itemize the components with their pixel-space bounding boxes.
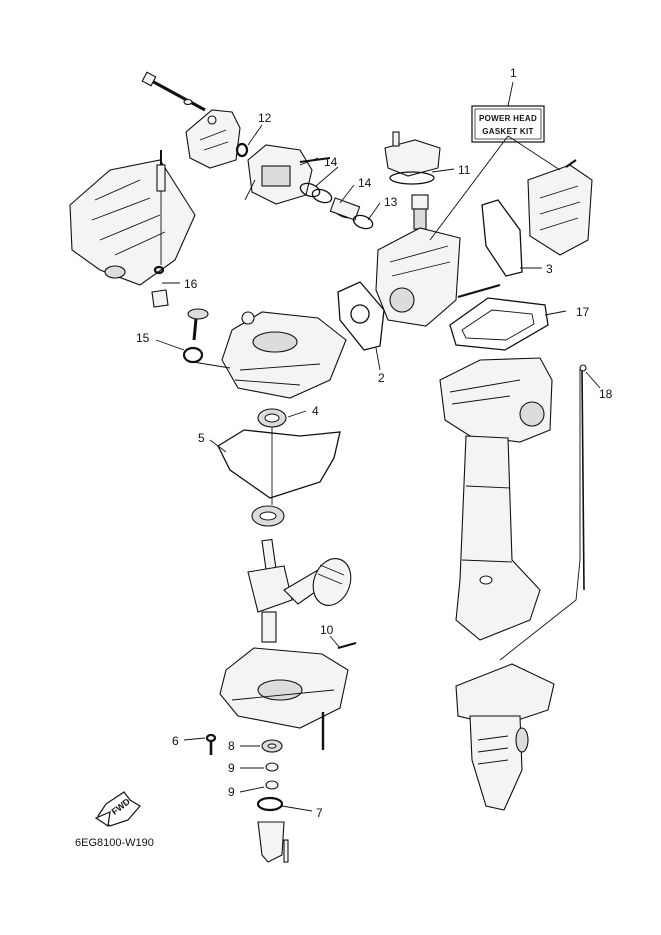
- crankcase-lower: [219, 647, 349, 729]
- callout-13: 13: [384, 195, 398, 209]
- callout-16: 16: [184, 277, 198, 291]
- crankshaft: [247, 538, 293, 643]
- o-ring-6: [205, 733, 217, 743]
- callout-10: 10: [320, 623, 334, 637]
- callout-14b: 14: [358, 176, 372, 190]
- callout-3: 3: [546, 262, 553, 276]
- long-bolt: [141, 71, 206, 112]
- cylinder-block: [375, 227, 501, 327]
- clip: [151, 289, 169, 308]
- o-ring-16: [153, 265, 165, 275]
- crankcase-gasket: [217, 429, 341, 499]
- callout-11: 11: [458, 163, 471, 177]
- diagram-code: 6EG8100-W190: [75, 837, 154, 849]
- callout-14a: 14: [324, 155, 338, 169]
- drive-shaft-housing: [257, 821, 289, 863]
- fwd-arrow: FWD: [94, 791, 141, 828]
- carburetor: [244, 144, 331, 205]
- intake-gaskets: [299, 182, 374, 230]
- callout-8: 8: [228, 739, 235, 753]
- o-ring-15: [182, 346, 204, 364]
- callout-17: 17: [576, 305, 590, 319]
- leader-lines: [155, 124, 601, 812]
- piston-con-rod: [283, 558, 352, 606]
- kit-label-line-1: POWER HEAD: [479, 114, 537, 123]
- head-gasket: [337, 281, 385, 351]
- drive-shaft-housing-tube: [455, 435, 541, 641]
- callout-9b: 9: [228, 785, 235, 799]
- exhaust-cover: [527, 159, 593, 256]
- starter-cover: [69, 159, 196, 286]
- stop-switch: [156, 150, 166, 265]
- thermostat-cover: [384, 131, 441, 185]
- callout-12: 12: [258, 111, 272, 125]
- lower-unit: [455, 663, 555, 811]
- bolt-10: [337, 641, 357, 650]
- callout-9a: 9: [228, 761, 235, 775]
- callout-5: 5: [198, 431, 205, 445]
- callout-labels: 1 2 3 4 5 6 7 8 9 9 10 11 12 13 14 14 15…: [136, 66, 613, 820]
- carburetor-bracket: [185, 109, 241, 169]
- bearing-9a: [265, 762, 279, 772]
- dipstick: [187, 308, 209, 341]
- callout-15: 15: [136, 331, 150, 345]
- callout-2: 2: [378, 371, 385, 385]
- kit-label-line-2: GASKET KIT: [482, 127, 533, 136]
- callout-4: 4: [312, 404, 319, 418]
- upper-casing-gasket: [449, 297, 549, 351]
- water-tube: [499, 368, 581, 661]
- callout-6: 6: [172, 734, 179, 748]
- o-ring-12: [235, 142, 249, 158]
- callout-18: 18: [599, 387, 613, 401]
- crankcase-upper: [221, 311, 347, 399]
- bearing-9b: [265, 780, 279, 790]
- upper-casing: [439, 357, 553, 443]
- exhaust-gasket: [481, 199, 523, 277]
- callout-7: 7: [316, 806, 323, 820]
- callout-1: 1: [510, 66, 517, 80]
- o-ring-7: [256, 796, 284, 812]
